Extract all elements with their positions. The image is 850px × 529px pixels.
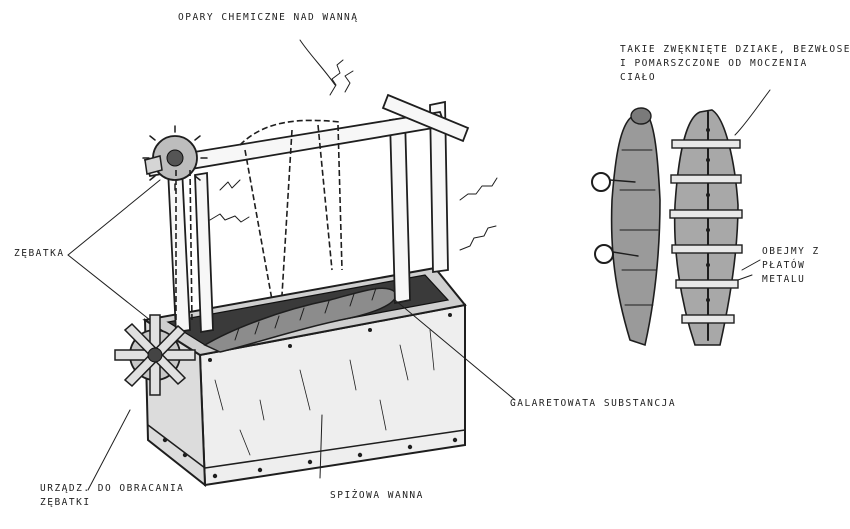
ring-lower bbox=[594, 244, 614, 264]
label-notes-line1: TAKIE ZWĘKNIĘTE DZIAKE, BEZWŁOSE bbox=[620, 44, 850, 55]
label-substance: GALARETOWATA SUBSTANCJA bbox=[510, 398, 677, 409]
frame bbox=[143, 93, 470, 334]
preserved-body-side-view bbox=[591, 107, 661, 347]
label-handle-line1: URZĄDZ. DO OBRACANIA bbox=[40, 483, 185, 494]
metal-bands bbox=[669, 139, 743, 324]
crank-handle bbox=[114, 314, 196, 396]
gear-top bbox=[142, 125, 208, 191]
label-fumes: OPARY CHEMICZNE NAD WANNĄ bbox=[178, 12, 359, 23]
bronze-tub bbox=[142, 266, 467, 488]
label-handle-line2: ZĘBATKI bbox=[40, 497, 91, 508]
label-bands-line2: PŁATÓW bbox=[762, 260, 806, 271]
frame-post-left bbox=[167, 166, 191, 334]
leader-lines bbox=[67, 39, 771, 491]
chains bbox=[175, 119, 343, 323]
frame-crossbar bbox=[381, 93, 470, 143]
fumes bbox=[209, 59, 498, 251]
tub-rivets bbox=[162, 313, 458, 479]
label-gear: ZĘBATKA bbox=[14, 248, 65, 259]
label-notes-line3: CIAŁO bbox=[620, 72, 657, 83]
frame-post-right-back bbox=[429, 100, 449, 274]
preserved-body-front-view bbox=[669, 109, 743, 346]
label-bands-line1: OBEJMY Z bbox=[762, 246, 820, 257]
label-tub: SPIŻOWA WANNA bbox=[330, 490, 424, 501]
ring-upper bbox=[591, 172, 611, 192]
label-bands-line3: METALU bbox=[762, 274, 806, 285]
frame-post-left-2 bbox=[194, 171, 214, 334]
label-notes-line2: I POMARSZCZONE OD MOCZENIA bbox=[620, 58, 808, 69]
